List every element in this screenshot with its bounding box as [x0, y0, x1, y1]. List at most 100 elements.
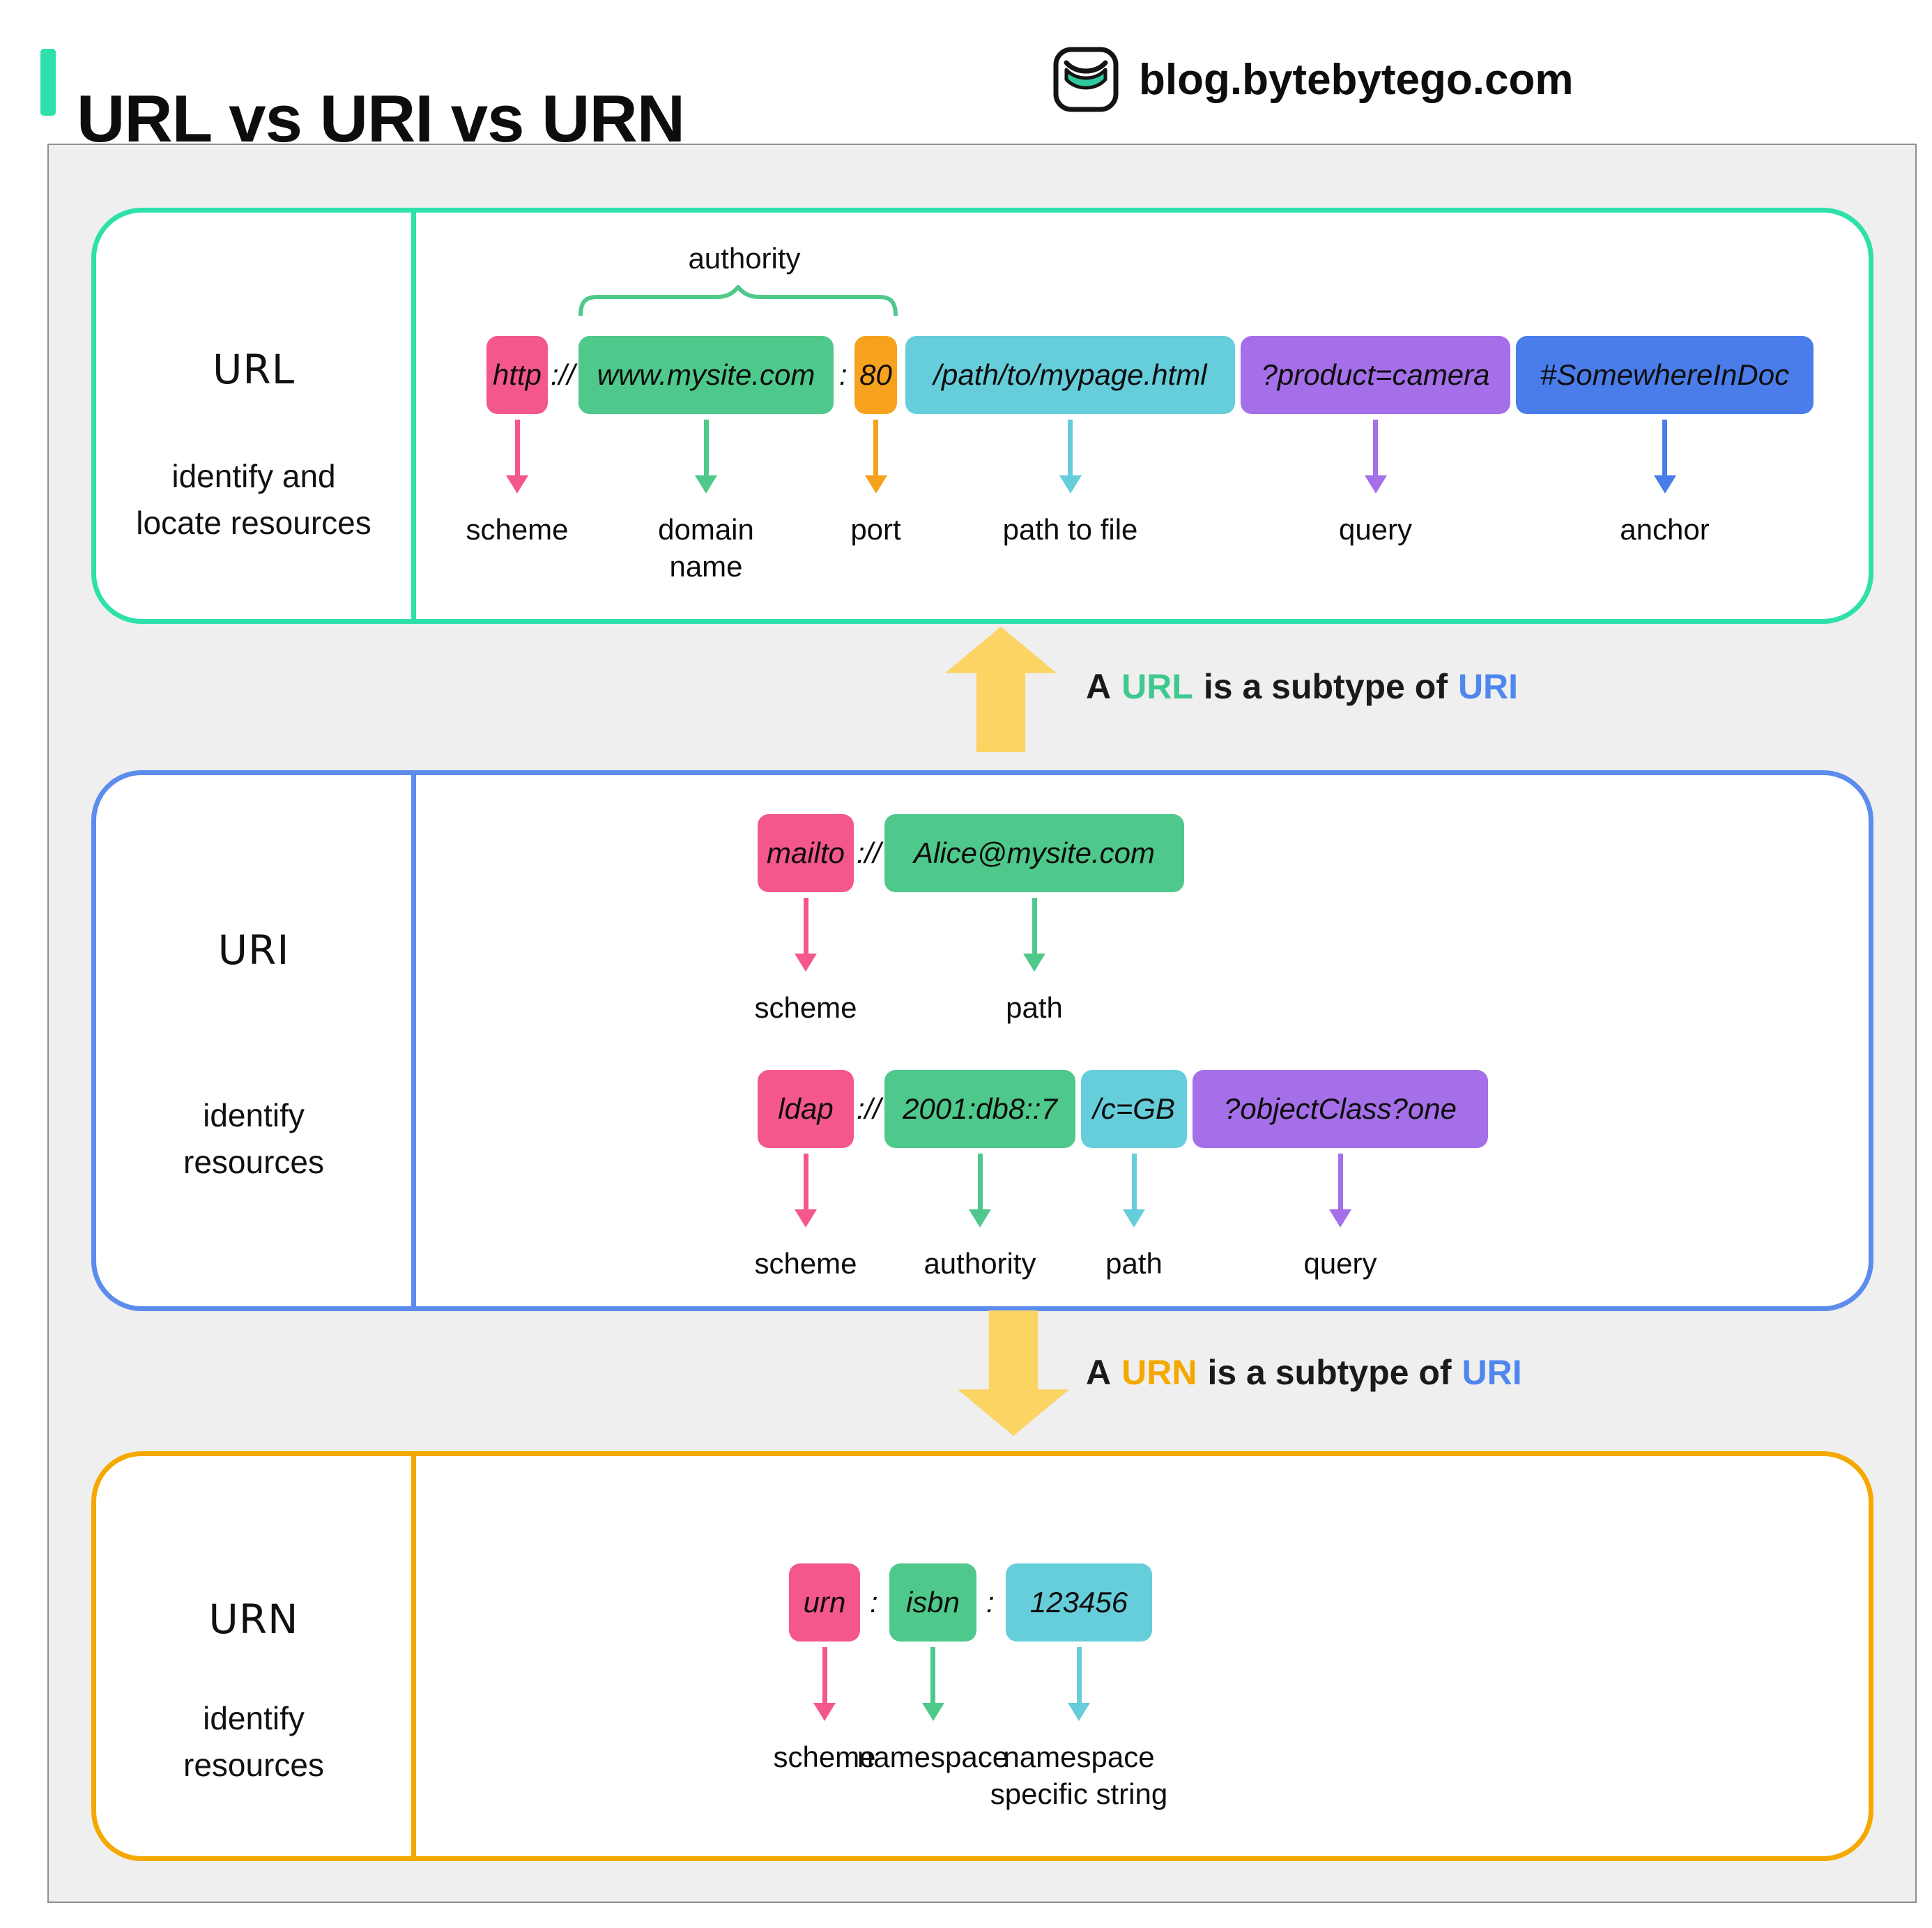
note-middle: is a subtype of	[1207, 1353, 1452, 1392]
url-query-arrow-icon	[1373, 420, 1378, 475]
url-domain-arrow-icon	[703, 420, 709, 475]
url-domain-separator: :	[839, 358, 848, 391]
uri2-query-arrow-icon	[1337, 1154, 1343, 1209]
uri2-query-text: ?objectClass?one	[1224, 1092, 1457, 1125]
url-port-segment: 80 port	[850, 336, 901, 546]
uri2-authority-arrow-icon	[977, 1154, 983, 1209]
urn-namespace-segment: isbn : namespace	[857, 1563, 1009, 1773]
uri-description: identify resources	[183, 1097, 324, 1180]
urn-nss-label: namespace specific string	[990, 1740, 1168, 1810]
urn-scheme-arrow-icon	[822, 1647, 827, 1703]
uri2-scheme-text: ldap	[778, 1092, 834, 1125]
uri2-authority-segment: 2001:db8::7 authority	[884, 1070, 1075, 1280]
url-path-text: /path/to/mypage.html	[933, 358, 1207, 391]
url-anchor-text: #SomewhereInDoc	[1540, 358, 1790, 391]
urn-parts-row: urn : scheme isbn : namespace 123456	[773, 1563, 1167, 1810]
url-path-segment: /path/to/mypage.html path to file	[905, 336, 1235, 546]
urn-scheme-segment: urn : scheme	[773, 1563, 878, 1773]
url-anchor-arrow-icon	[1662, 420, 1667, 475]
url-scheme-chip: http ://	[486, 336, 575, 414]
url-path-chip: /path/to/mypage.html	[905, 336, 1235, 414]
url-scheme-separator: ://	[551, 358, 576, 391]
uri2-path-chip: /c=GB	[1081, 1070, 1187, 1148]
uri2-scheme-arrow-icon	[803, 1154, 808, 1209]
uri-heading: URI	[217, 926, 290, 974]
uri2-authority-text: 2001:db8::7	[903, 1092, 1057, 1125]
urn-subtype-note: A URN is a subtype of URI	[1086, 1352, 1522, 1393]
url-domain-text: www.mysite.com	[597, 358, 815, 391]
note-prefix: A	[1086, 667, 1112, 706]
uri2-scheme-segment: ldap :// scheme	[754, 1070, 881, 1280]
note-subject-urn: URN	[1121, 1353, 1197, 1392]
authority-label: authority	[688, 242, 801, 275]
uri1-path-text: Alice@mysite.com	[913, 836, 1156, 869]
urn-namespace-text: isbn	[905, 1586, 960, 1619]
bytebytego-logo-icon	[1052, 46, 1119, 113]
url-scheme-label: scheme	[466, 513, 569, 546]
uri1-scheme-chip: mailto ://	[758, 814, 881, 892]
urn-nss-text: 123456	[1029, 1586, 1128, 1619]
urn-namespace-chip: isbn :	[889, 1563, 995, 1642]
uri2-authority-chip: 2001:db8::7	[884, 1070, 1075, 1148]
url-scheme-arrow-icon	[514, 420, 520, 475]
uri2-path-label: path	[1105, 1247, 1163, 1280]
url-query-chip: ?product=camera	[1241, 336, 1510, 414]
authority-brace-icon	[578, 285, 898, 316]
url-port-text: 80	[859, 358, 892, 391]
url-scheme-text: http	[492, 358, 542, 391]
url-port-arrow-icon	[873, 420, 878, 475]
urn-namespace-separator: :	[986, 1586, 995, 1619]
uri1-scheme-text: mailto	[766, 836, 845, 869]
url-domain-label: domain name	[658, 513, 754, 583]
urn-nss-arrow-icon	[1076, 1647, 1082, 1703]
url-section: URL identify and locate resources author…	[91, 208, 1873, 624]
url-query-text: ?product=camera	[1261, 358, 1490, 391]
uri1-path-chip: Alice@mysite.com	[884, 814, 1184, 892]
note-middle: is a subtype of	[1203, 667, 1448, 706]
uri1-path-segment: Alice@mysite.com path	[884, 814, 1184, 1024]
uri1-scheme-label: scheme	[754, 991, 857, 1024]
urn-description: identify resources	[183, 1700, 324, 1783]
uri-example1-row: mailto :// scheme Alice@mysite.com path	[754, 814, 1184, 1024]
url-scheme-segment: http :// scheme	[466, 336, 575, 546]
uri2-scheme-label: scheme	[754, 1247, 857, 1280]
brand: blog.bytebytego.com	[1052, 46, 1573, 113]
uri-divider	[411, 775, 416, 1306]
url-query-segment: ?product=camera query	[1241, 336, 1510, 546]
url-port-chip: 80	[854, 336, 897, 414]
site-name: blog.bytebytego.com	[1139, 55, 1574, 104]
uri2-query-segment: ?objectClass?one query	[1193, 1070, 1488, 1280]
diagram-panel: URL identify and locate resources author…	[47, 144, 1917, 1903]
url-path-label: path to file	[1002, 513, 1138, 546]
url-anchor-label: anchor	[1620, 513, 1710, 546]
url-heading: URL	[212, 346, 296, 393]
uri2-authority-label: authority	[923, 1247, 1036, 1280]
url-parts-row: http :// scheme www.mysite.com : domain …	[466, 336, 1814, 583]
uri-example2-row: ldap :// scheme 2001:db8::7 authority /c…	[754, 1070, 1488, 1280]
url-subtype-note: A URL is a subtype of URI	[1086, 666, 1518, 707]
url-path-arrow-icon	[1068, 420, 1073, 475]
urn-subtype-arrow-icon	[958, 1310, 1069, 1436]
title-accent-bar	[40, 49, 56, 116]
urn-namespace-arrow-icon	[930, 1647, 935, 1703]
urn-scheme-separator: :	[870, 1586, 878, 1619]
uri2-path-text: /c=GB	[1093, 1092, 1175, 1125]
note-object-uri: URI	[1457, 667, 1519, 706]
uri2-scheme-separator: ://	[857, 1092, 882, 1125]
urn-namespace-label: namespace	[857, 1740, 1009, 1773]
note-subject-url: URL	[1121, 667, 1193, 706]
url-divider	[411, 213, 416, 619]
url-subtype-arrow-icon	[945, 627, 1057, 752]
uri1-scheme-segment: mailto :// scheme	[754, 814, 881, 1024]
uri1-path-arrow-icon	[1032, 898, 1037, 954]
uri2-query-chip: ?objectClass?one	[1193, 1070, 1488, 1148]
uri1-scheme-arrow-icon	[803, 898, 808, 954]
url-description: identify and locate resources	[136, 458, 371, 541]
urn-divider	[411, 1456, 416, 1856]
urn-scheme-label: scheme	[773, 1740, 876, 1773]
url-anchor-chip: #SomewhereInDoc	[1516, 336, 1814, 414]
uri1-scheme-separator: ://	[857, 836, 882, 869]
uri2-path-segment: /c=GB path	[1081, 1070, 1187, 1280]
note-object-uri: URI	[1462, 1353, 1522, 1392]
uri-section: URI identify resources mailto :// scheme…	[91, 770, 1873, 1311]
